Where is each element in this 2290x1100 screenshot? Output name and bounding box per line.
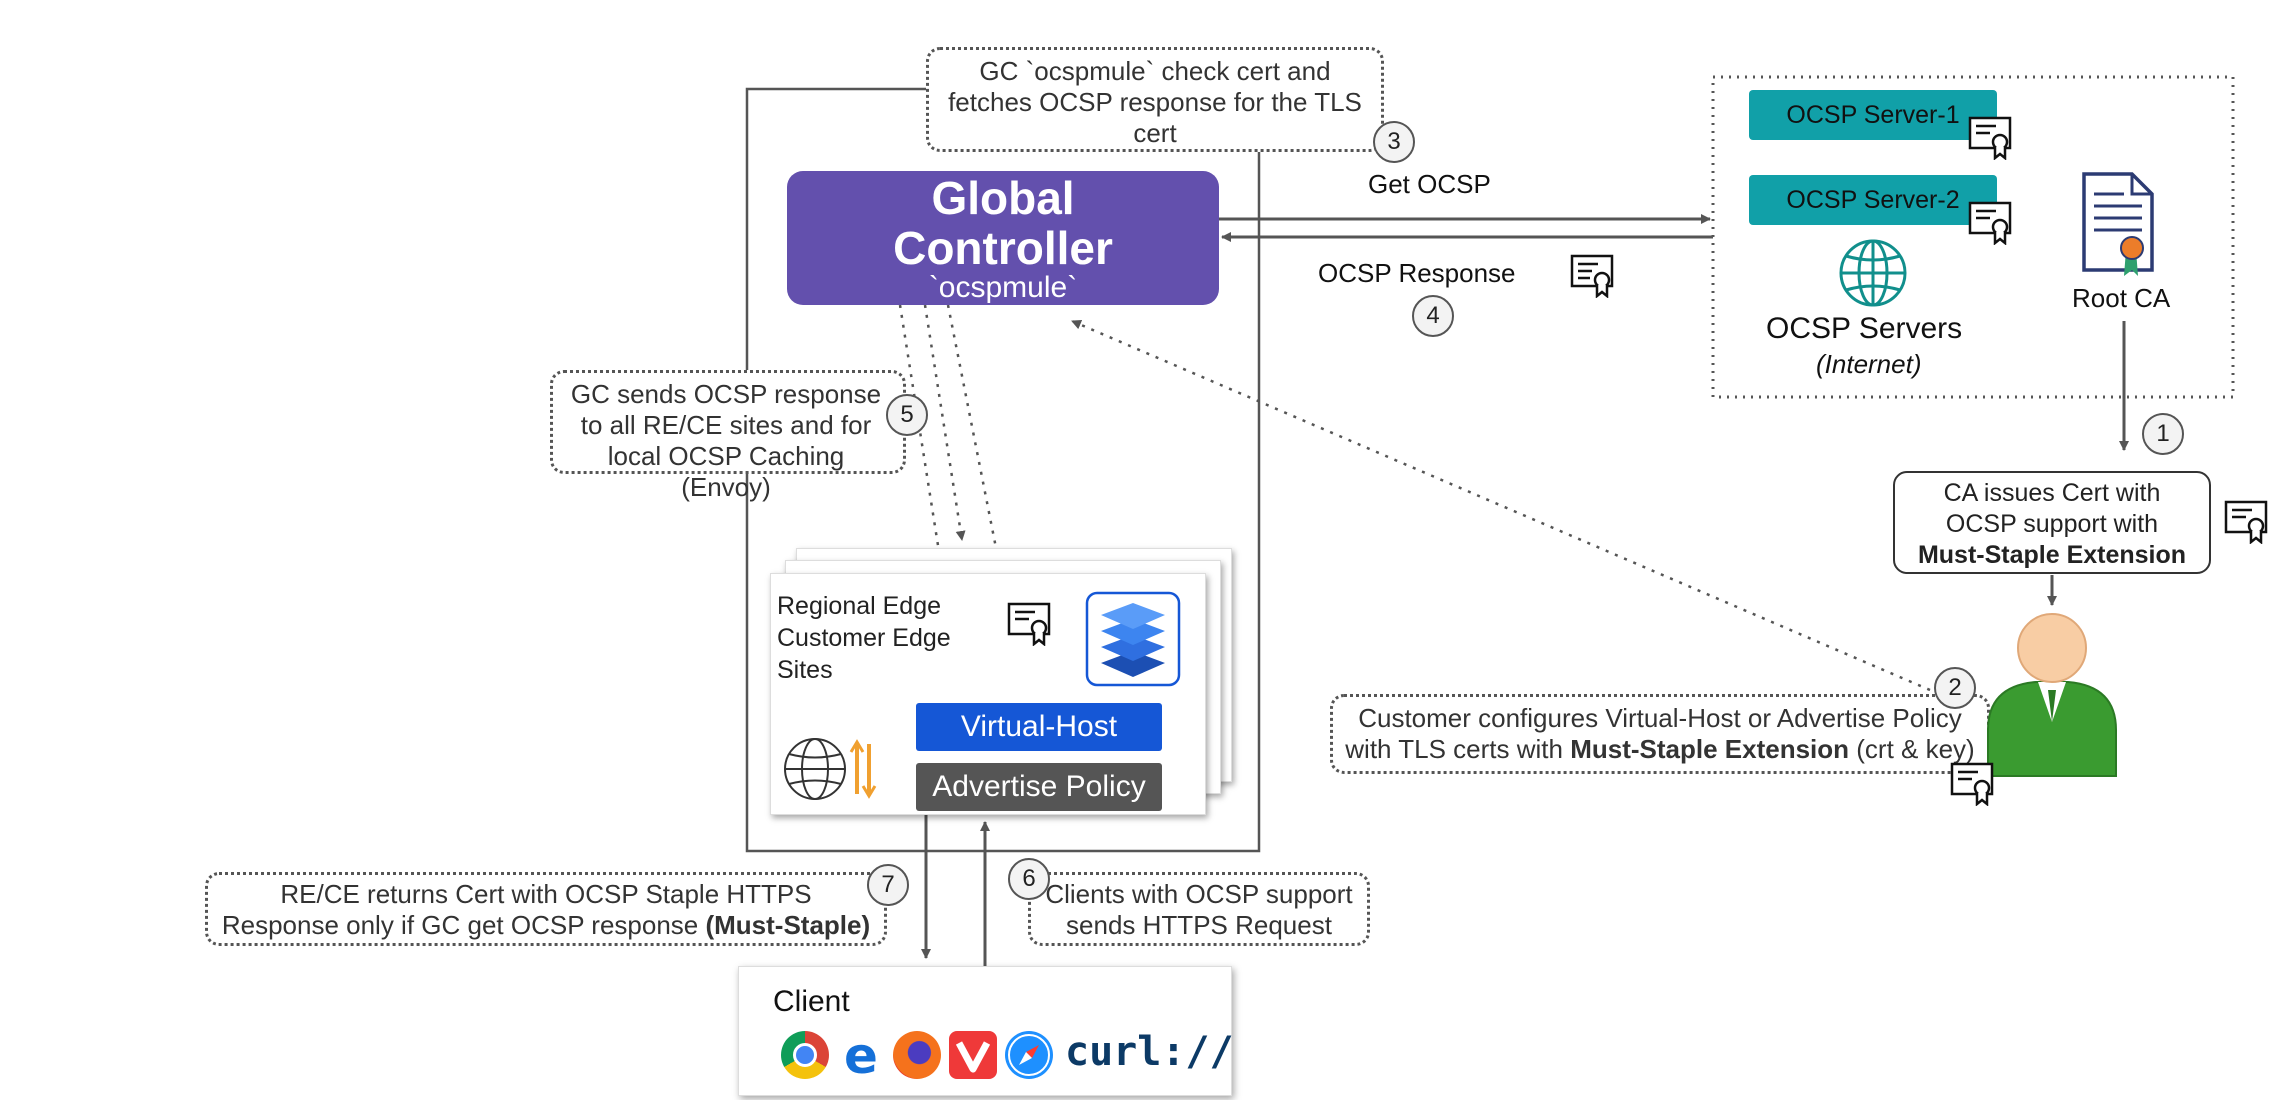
globe-arrows-icon — [784, 738, 877, 800]
svg-text:e: e — [844, 1031, 878, 1079]
ocsp-servers-title: OCSP Servers — [1766, 312, 1963, 345]
vivaldi-icon — [949, 1031, 997, 1079]
certificate-icon — [2224, 500, 2268, 544]
safari-icon — [1005, 1031, 1053, 1079]
step-1-badge: 1 — [2142, 413, 2184, 455]
client-box: Client e curl:// — [738, 966, 1234, 1096]
ocsp-response-label: OCSP Response — [1318, 258, 1516, 288]
ca-callout-line3: Must-Staple Extension — [1917, 541, 2187, 569]
rece-note-line2: Response only if GC get OCSP response (M… — [208, 910, 884, 941]
ca-callout-line2: OCSP support with — [1945, 510, 2159, 538]
chrome-icon — [781, 1031, 829, 1079]
rece-note-line2-bold: (Must-Staple) — [705, 910, 871, 940]
get-ocsp-label: Get OCSP — [1368, 169, 1491, 199]
ocsp-server-2: OCSP Server-2 — [1749, 175, 1997, 225]
global-controller: Global Controller `ocspmule` — [787, 171, 1219, 305]
rece-returns-note: RE/CE returns Cert with OCSP Staple HTTP… — [205, 872, 887, 946]
gc-check-text: GC `ocspmule` check cert and fetches OCS… — [948, 56, 1362, 148]
advertise-policy-button: Advertise Policy — [916, 763, 1162, 811]
customer-note-line2-bold: Must-Staple Extension — [1570, 734, 1850, 764]
step-3-badge: 3 — [1373, 121, 1415, 163]
globe-icon — [1839, 239, 1907, 307]
step-7-badge: 7 — [867, 864, 909, 906]
clients-note: Clients with OCSP support sends HTTPS Re… — [1028, 872, 1370, 946]
certificate-icon — [1968, 201, 2012, 245]
edge-icon: e — [837, 1027, 885, 1085]
curl-logo: curl:// — [1065, 1029, 1234, 1075]
step-2-badge: 2 — [1934, 667, 1976, 709]
root-ca-label: Root CA — [2072, 283, 2171, 313]
virtual-host-button: Virtual-Host — [916, 703, 1162, 751]
document-ribbon-icon — [2082, 172, 2154, 276]
sites-label-line3: Sites — [777, 656, 833, 684]
gc-service-name: `ocspmule` — [928, 271, 1078, 304]
certificate-icon — [1950, 762, 1994, 806]
sites-label-line1: Regional Edge — [777, 592, 942, 620]
client-title: Client — [773, 985, 850, 1018]
sites-label-line2: Customer Edge — [777, 624, 951, 652]
customer-note-line2-suffix: (crt & key) — [1849, 734, 1975, 764]
step-6-badge: 6 — [1008, 858, 1050, 900]
step-5-badge: 5 — [886, 394, 928, 436]
customer-configures-note: Customer configures Virtual-Host or Adve… — [1330, 694, 1990, 774]
gc-sends-note: GC sends OCSP response to all RE/CE site… — [550, 370, 906, 502]
sites-label: Regional Edge Customer Edge Sites — [777, 590, 951, 686]
ocsp-server-1: OCSP Server-1 — [1749, 90, 1997, 140]
certificate-icon — [1570, 254, 1614, 298]
gc-check-note: GC `ocspmule` check cert and fetches OCS… — [926, 47, 1384, 152]
rece-note-line1: RE/CE returns Cert with OCSP Staple HTTP… — [280, 879, 812, 909]
ca-callout-line1: CA issues Cert with — [1943, 479, 2161, 507]
gc-title-line2: Controller — [893, 222, 1113, 274]
firefox-icon — [893, 1031, 941, 1079]
gc-sends-text: GC sends OCSP response to all RE/CE site… — [570, 379, 882, 502]
ocsp-servers-subtitle: (Internet) — [1816, 349, 1922, 379]
gc-title-line1: Global — [931, 172, 1075, 224]
ca-issues-callout: CA issues Cert with OCSP support with Mu… — [1893, 471, 2211, 574]
gc-to-sites-arrow-3 — [946, 304, 1002, 559]
certificate-icon — [1007, 602, 1051, 646]
customer-note-line1: Customer configures Virtual-Host or Adve… — [1358, 703, 1962, 733]
layers-icon — [1085, 591, 1181, 687]
customer-note-line2: with TLS certs with Must-Staple Extensio… — [1333, 734, 1987, 765]
rece-note-line2-prefix: Response only if GC get OCSP response — [221, 910, 706, 940]
sites-card: Regional Edge Customer Edge Sites — [770, 573, 1206, 815]
person-icon — [1987, 613, 2117, 777]
step-4-badge: 4 — [1412, 295, 1454, 337]
customer-note-line2-prefix: with TLS certs with — [1345, 734, 1571, 764]
clients-note-text: Clients with OCSP support sends HTTPS Re… — [1045, 879, 1353, 940]
gc-to-sites-arrow-1 — [898, 304, 944, 559]
certificate-icon — [1968, 116, 2012, 160]
